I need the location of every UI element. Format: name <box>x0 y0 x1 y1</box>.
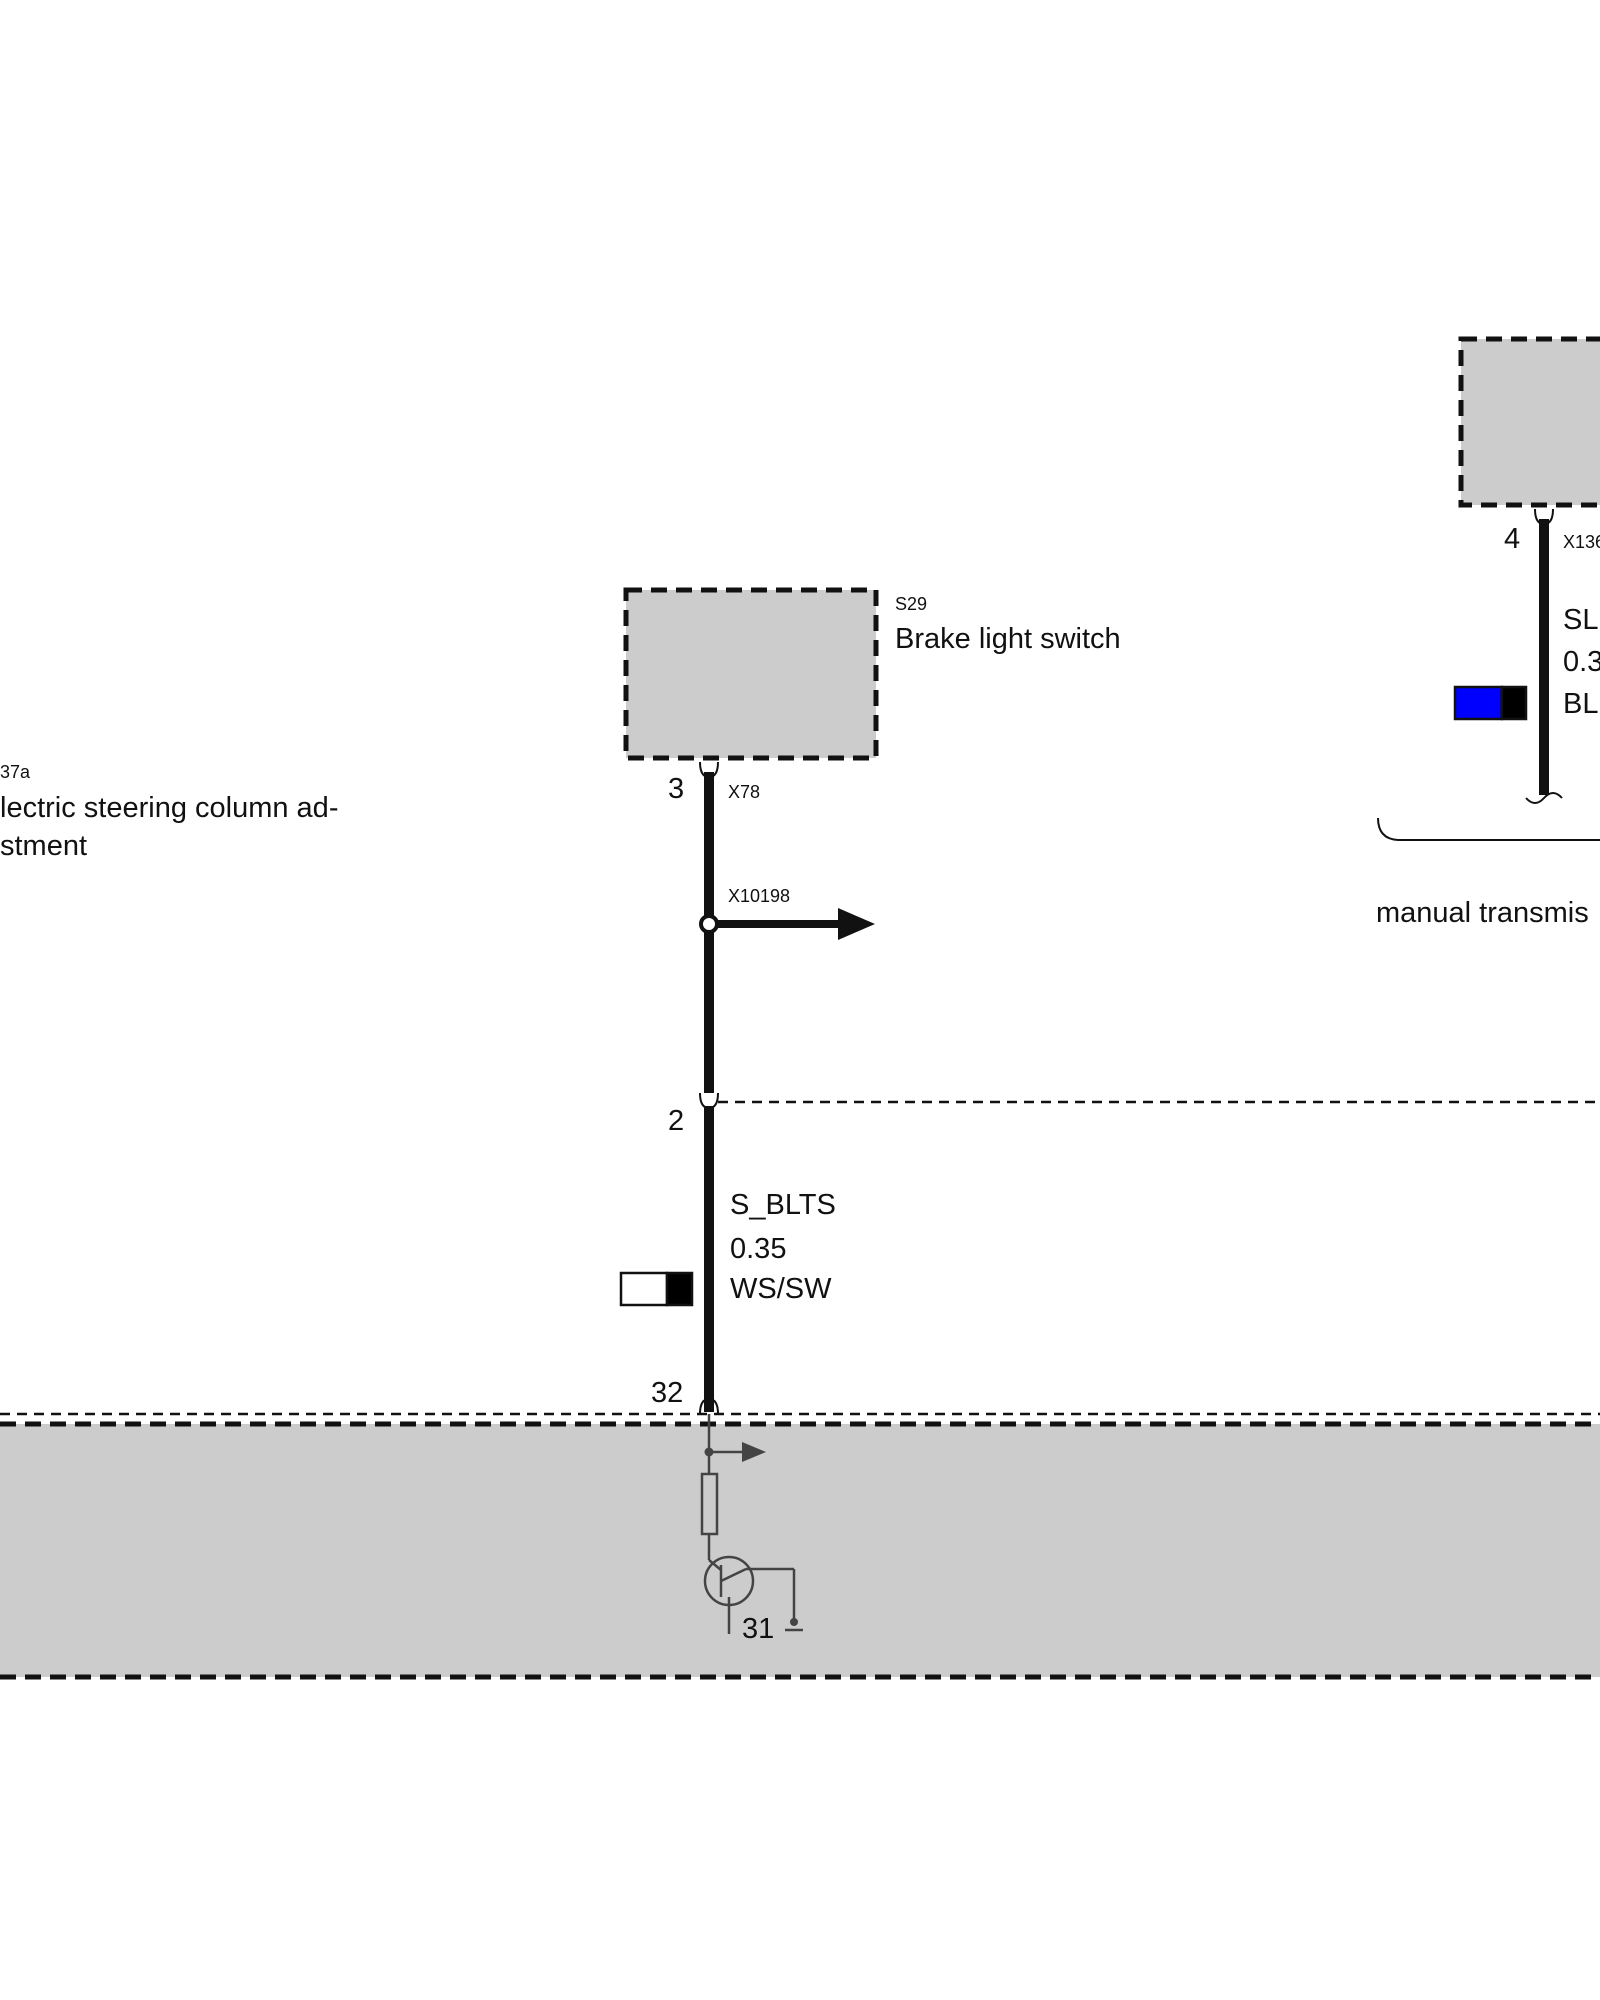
internal-circuit: 31 <box>700 1414 803 1645</box>
right-wire-break-icon <box>1525 792 1563 804</box>
left-module-name-line2: stment <box>0 830 87 862</box>
transistor-collector <box>708 1559 722 1571</box>
wire-size: 0.35 <box>730 1233 786 1265</box>
right-wire-name: SL <box>1563 604 1598 636</box>
bottom-module-box[interactable] <box>0 1424 1600 1677</box>
bottom-module-pin: 32 <box>651 1377 683 1409</box>
internal-signal-arrow-icon <box>742 1442 766 1462</box>
x136-connector-code: X136 <box>1563 532 1600 552</box>
variant-note: manual transmis <box>1376 897 1589 929</box>
wire-color-swatch-ws <box>619 1271 669 1307</box>
variant-bracket <box>1377 817 1600 841</box>
x78-connector-code: X78 <box>728 782 760 802</box>
right-wire-color: BL <box>1563 688 1598 720</box>
brake-switch-name: Brake light switch <box>895 623 1121 655</box>
right-wire-size: 0.3 <box>1563 646 1600 678</box>
right-wire-swatch-black <box>1500 685 1528 721</box>
right-module-box[interactable] <box>1458 336 1600 508</box>
brake-switch-code: S29 <box>895 594 927 614</box>
wire-name: S_BLTS <box>730 1189 836 1221</box>
wire-color-swatch-sw <box>665 1271 694 1307</box>
left-module-name-line1: lectric steering column ad- <box>0 792 338 824</box>
left-module-code: 37a <box>0 762 31 782</box>
ground-node <box>790 1618 798 1626</box>
ground-label: 31 <box>742 1613 774 1645</box>
inline-connector-symbol <box>699 1092 719 1110</box>
x136-pin-number: 4 <box>1504 523 1520 555</box>
pin32-connector-symbol <box>699 1397 719 1415</box>
inline-connector-pin: 2 <box>668 1105 684 1137</box>
wire-color: WS/SW <box>730 1273 832 1305</box>
right-wire-swatch-bl <box>1453 685 1504 721</box>
splice-branch-arrow-icon <box>838 908 875 940</box>
brake-light-switch-box[interactable] <box>623 587 879 761</box>
transistor-emitter <box>720 1567 747 1583</box>
splice-code: X10198 <box>728 886 790 906</box>
x78-pin-number: 3 <box>668 773 684 805</box>
splice-node <box>699 914 719 934</box>
